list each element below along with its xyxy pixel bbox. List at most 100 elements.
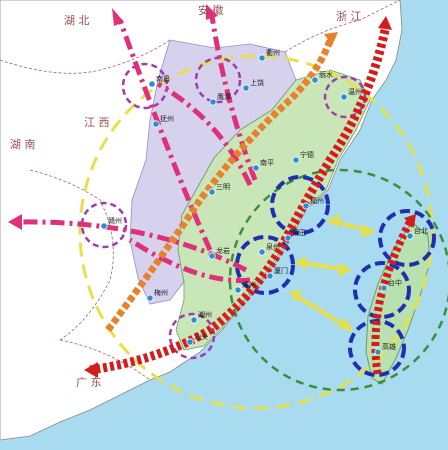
hub-circle-xiamen — [235, 235, 295, 295]
hub-circle-kaohsiung — [348, 319, 406, 377]
city-marker: 汕头 — [186, 332, 208, 346]
corridor-to-hubei — [117, 19, 213, 252]
city-dot — [252, 164, 260, 172]
city-marker: 莆田 — [284, 228, 306, 242]
radial-arrowheads — [8, 4, 218, 230]
city-dot — [284, 234, 292, 242]
city-marker: 台北 — [406, 226, 428, 240]
city-marker: 高雄 — [374, 342, 396, 356]
province-labels: 湖 北 安 徽 浙 江 江 西 湖 南 广 东 — [10, 3, 362, 389]
province-label-hubei: 湖 北 — [64, 14, 90, 27]
city-label: 宁德 — [300, 150, 314, 159]
city-dot — [209, 98, 217, 106]
city-marker: 梅州 — [146, 288, 168, 302]
city-dot — [100, 222, 108, 230]
city-dot — [208, 188, 216, 196]
city-label: 三明 — [216, 183, 230, 191]
city-dot — [311, 76, 319, 84]
city-label: 高雄 — [382, 342, 396, 351]
city-marker: 南昌 — [148, 74, 170, 88]
city-marker: 台中 — [380, 278, 402, 292]
city-dot — [258, 248, 266, 256]
city-marker: 抚州 — [152, 114, 174, 128]
city-marker: 南平 — [252, 158, 274, 172]
coastal-corridor — [89, 29, 390, 375]
province-label-zhejiang: 浙 江 — [336, 10, 362, 23]
city-dot — [146, 294, 154, 302]
hub-circle-fuzhou — [270, 175, 330, 235]
province-label-jiangxi: 江 西 — [84, 116, 110, 129]
city-dot — [266, 272, 274, 280]
city-label: 福州 — [310, 196, 324, 205]
city-marker: 衢州 — [258, 48, 280, 62]
inland-corridor-arrowhead — [324, 32, 338, 46]
hub-circles — [235, 175, 436, 377]
city-label: 厦门 — [274, 266, 288, 275]
city-label: 漳州 — [242, 280, 256, 289]
city-marker: 福州 — [302, 196, 324, 210]
city-dot — [242, 84, 250, 92]
province-borders — [0, 0, 401, 381]
city-label: 莆田 — [292, 228, 306, 237]
node-circle-ganzhou — [80, 201, 128, 249]
coastal-corridor-arrowhead-north — [378, 16, 392, 30]
strait-link-arrowheads — [290, 214, 374, 330]
city-label: 梅州 — [154, 288, 168, 297]
city-label: 汕头 — [194, 332, 208, 341]
city-marker: 漳州 — [234, 280, 256, 294]
taiwan-corridor-arrowhead — [404, 214, 416, 228]
city-dot — [190, 316, 198, 324]
coastal-corridor-arrowhead-south — [84, 362, 98, 378]
city-label: 泉州 — [266, 242, 280, 251]
city-marker: 丽水 — [311, 70, 333, 84]
city-label: 抚州 — [160, 114, 174, 123]
city-label: 台北 — [414, 226, 428, 235]
city-label: 赣州 — [108, 216, 122, 225]
city-label: 南昌 — [156, 74, 170, 83]
city-label: 台中 — [388, 278, 402, 287]
city-label: 鹰潭 — [217, 92, 231, 101]
city-marker: 宁德 — [292, 150, 314, 164]
city-marker: 三明 — [208, 183, 230, 196]
corridor-to-hunan-south — [128, 237, 251, 283]
city-marker: 上饶 — [242, 78, 264, 92]
node-circles — [80, 56, 367, 360]
province-label-hunan: 湖 南 — [10, 138, 36, 151]
city-marker: 潮州 — [190, 310, 212, 324]
city-label: 潮州 — [198, 310, 212, 319]
city-label: 上饶 — [250, 78, 264, 87]
city-label: 丽水 — [319, 70, 333, 79]
city-dot — [292, 156, 300, 164]
corridor-to-hunan — [17, 219, 248, 273]
city-dot — [302, 202, 310, 210]
strait-coverage-circle — [228, 168, 448, 392]
city-marker: 龙岩 — [208, 246, 230, 260]
regional-coverage-circle — [78, 54, 434, 410]
radial-corridors — [17, 15, 258, 283]
city-label: 衢州 — [266, 48, 280, 57]
city-dot — [340, 93, 348, 101]
city-label: 龙岩 — [216, 246, 230, 255]
city-marker: 温州 — [340, 87, 362, 101]
city-dot — [374, 348, 382, 356]
city-label: 南平 — [260, 158, 274, 167]
node-circle-shantou — [168, 312, 216, 360]
city-label: 温州 — [348, 87, 362, 96]
node-circle-wenzhou — [323, 75, 367, 119]
city-marker: 赣州 — [100, 216, 122, 230]
city-dot — [148, 80, 156, 88]
province-label-guangdong: 广 东 — [76, 376, 102, 389]
city-dot — [186, 338, 194, 346]
city-dot — [258, 54, 266, 62]
corridor-to-anhui — [209, 15, 258, 181]
city-dot — [380, 284, 388, 292]
city-marker: 厦门 — [266, 266, 288, 280]
city-dot — [152, 120, 160, 128]
city-marker: 鹰潭 — [209, 92, 231, 106]
province-label-anhui: 安 徽 — [198, 3, 224, 17]
inland-corridor — [105, 38, 334, 333]
hub-circle-taipei — [378, 209, 436, 267]
